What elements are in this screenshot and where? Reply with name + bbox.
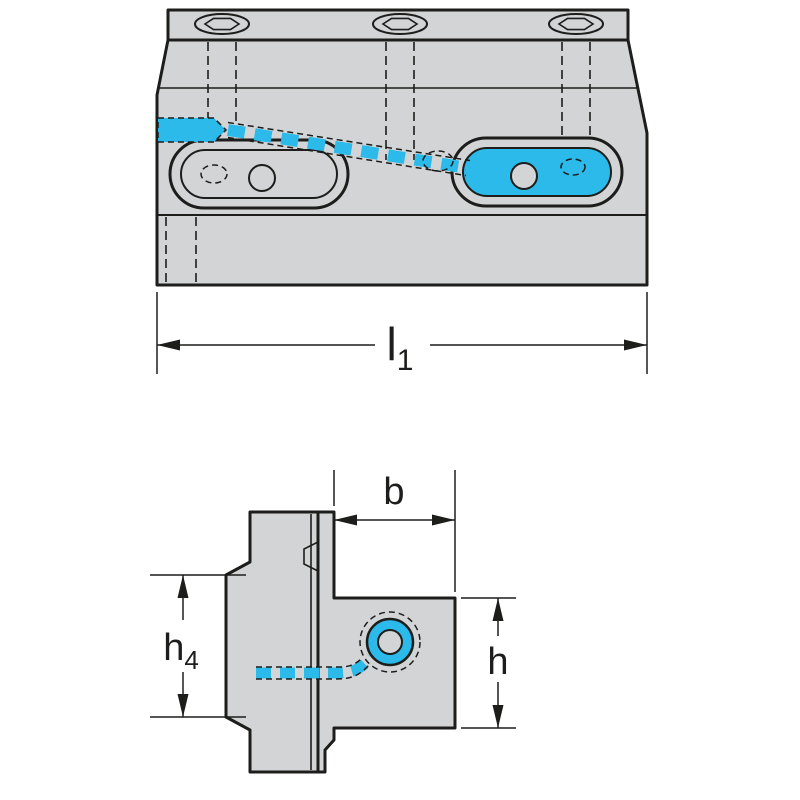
coolant-channel-side bbox=[256, 611, 421, 680]
front-view: l1 bbox=[155, 8, 649, 377]
blade-seat-step bbox=[303, 541, 319, 572]
hex-socket-screw-icon bbox=[548, 13, 604, 35]
side-view: b h4 h bbox=[150, 470, 516, 774]
dimension-h: h bbox=[461, 597, 516, 729]
pocket-right bbox=[450, 136, 624, 208]
dimension-h4-label: h4 bbox=[163, 627, 199, 675]
hidden-hole-lines bbox=[165, 42, 591, 283]
clamp-blade bbox=[224, 510, 320, 774]
dimension-h4: h4 bbox=[150, 574, 246, 718]
pocket-left-hidden-hole bbox=[200, 164, 228, 184]
pocket-right-hidden-hole bbox=[560, 158, 586, 176]
hex-socket-screw-icon bbox=[194, 13, 250, 35]
coolant-inlet bbox=[157, 117, 228, 143]
coolant-outlet-bore bbox=[377, 629, 403, 655]
dimension-b-label: b bbox=[383, 471, 404, 513]
front-top-face bbox=[166, 8, 630, 42]
coolant-bore bbox=[227, 124, 469, 174]
dimension-b: b bbox=[333, 470, 456, 592]
coolant-channel-front bbox=[157, 117, 471, 177]
dimension-h-label: h bbox=[487, 641, 508, 683]
pocket-right-pin bbox=[510, 162, 538, 190]
coolant-outlet-hidden bbox=[359, 611, 421, 673]
coolant-bore-side bbox=[256, 653, 376, 679]
dimension-l1-label: l1 bbox=[387, 318, 414, 377]
pocket-left-pin bbox=[248, 164, 276, 192]
hex-socket-screw-icon bbox=[372, 13, 428, 35]
coolant-cross-hole bbox=[422, 150, 454, 172]
dimension-l1: l1 bbox=[156, 292, 648, 377]
